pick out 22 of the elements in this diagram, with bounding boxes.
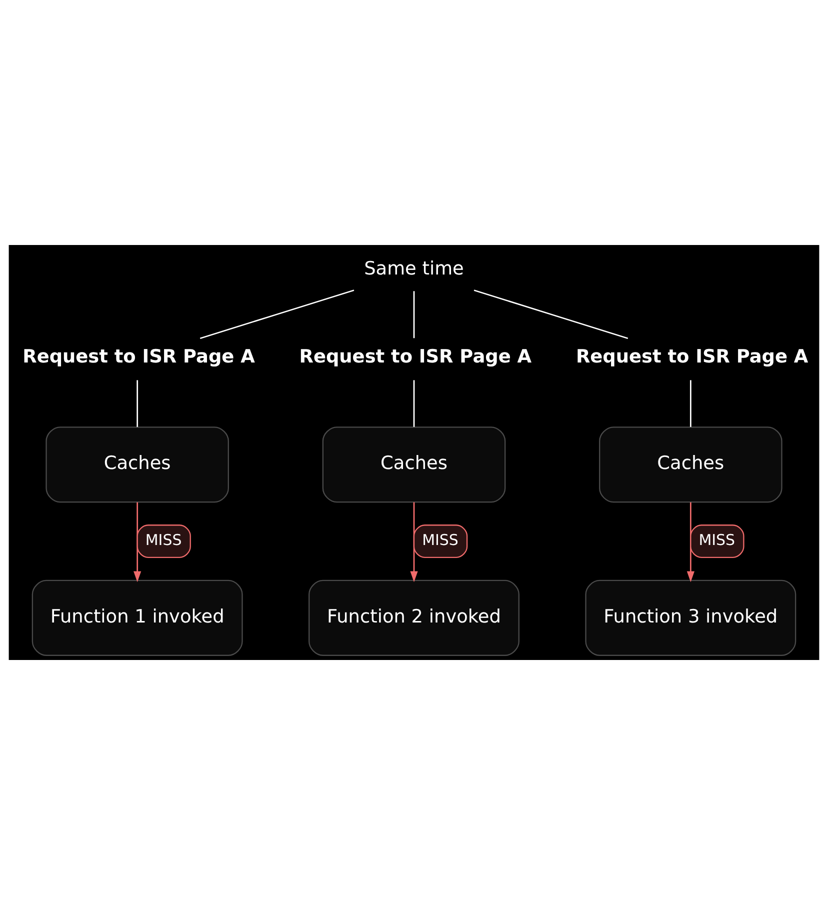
edge-label: MISS [698,530,736,549]
edge-label: MISS [422,530,458,549]
node-text: Request to ISR Page A [576,346,808,367]
connector [690,380,692,426]
connector [200,289,354,339]
node-text: Same time [364,258,464,280]
connector [413,290,415,338]
node-box: Caches [599,426,782,502]
node-text: Request to ISR Page A [22,346,255,367]
node-box: Caches [322,426,506,502]
node-box: Function 2 invoked [308,579,520,656]
connector [474,289,628,339]
node-box: Caches [46,426,229,502]
arrow [410,502,418,582]
connector [136,380,138,426]
node-text: Request to ISR Page A [299,346,532,367]
node-box: Function 3 invoked [585,579,796,656]
edge-label: MISS [145,530,182,549]
arrow [134,502,142,582]
arrow [686,502,694,582]
node-box: Function 1 invoked [32,579,243,656]
connector [413,380,415,426]
